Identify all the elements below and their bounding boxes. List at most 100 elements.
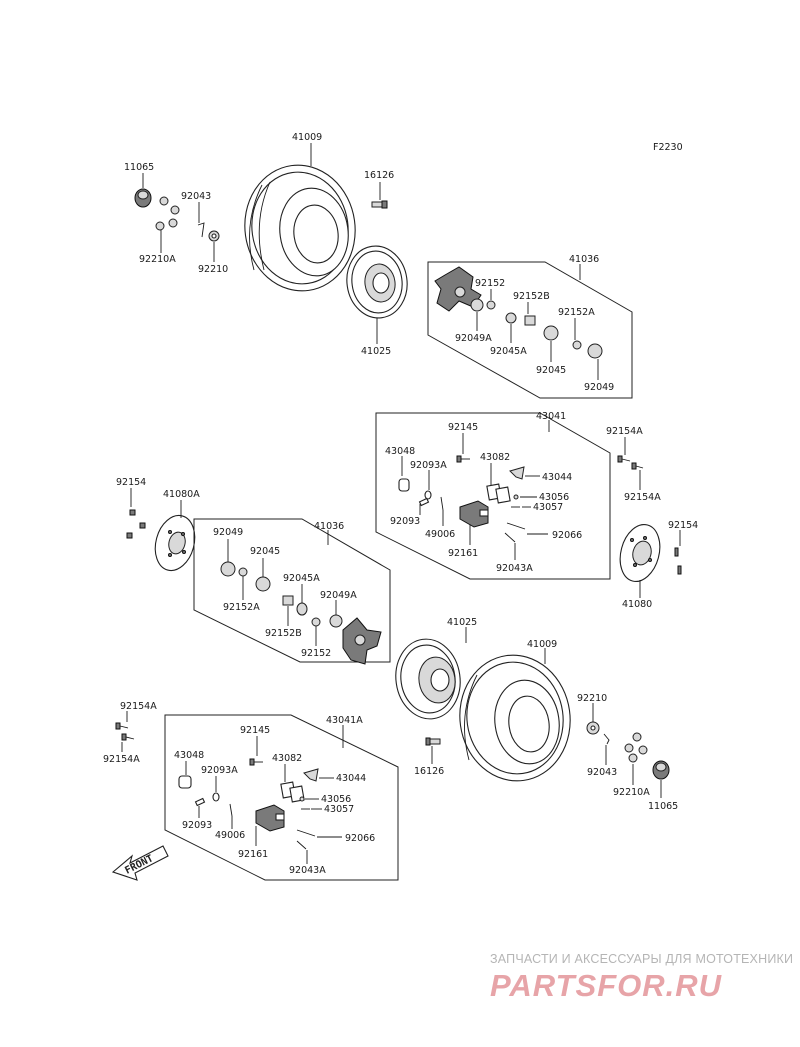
top-nuts-92210A[interactable] xyxy=(155,196,180,231)
front-label: FRONT xyxy=(123,853,155,876)
bl-pin-92066[interactable] xyxy=(296,829,316,837)
bl-seal-92093A[interactable] xyxy=(212,792,220,802)
label-43082-bl: 43082 xyxy=(272,753,302,764)
top-valve-16126[interactable] xyxy=(371,200,388,209)
label-41080-r: 41080 xyxy=(622,599,652,610)
l-bearing-92045A[interactable] xyxy=(296,602,308,616)
l-seal-92049A[interactable] xyxy=(329,614,343,628)
label-92045-l: 92045 xyxy=(250,546,280,557)
label-92154A-r2: 92154A xyxy=(624,492,661,503)
l-bolts-92154[interactable] xyxy=(126,509,146,539)
label-92152A-top: 92152A xyxy=(558,307,595,318)
bl-caliper-92161[interactable] xyxy=(255,804,285,832)
label-92145-r: 92145 xyxy=(448,422,478,433)
label-92154A-bl1: 92154A xyxy=(120,701,157,712)
label-92093A-r: 92093A xyxy=(410,460,447,471)
label-92049A-top: 92049A xyxy=(455,333,492,344)
r-pin-92066[interactable] xyxy=(506,522,526,530)
label-92043A-r: 92043A xyxy=(496,563,533,574)
label-92045-top: 92045 xyxy=(536,365,566,376)
r-seal-92093[interactable] xyxy=(418,497,430,507)
hub-kit-box-41036-top xyxy=(427,261,633,399)
b-tire-41009[interactable] xyxy=(452,648,578,788)
bl-part-43056[interactable] xyxy=(299,796,305,802)
b-nuts-92210A[interactable] xyxy=(624,732,648,763)
l-seal-92049[interactable] xyxy=(220,561,236,577)
l-disc-41080A[interactable] xyxy=(149,511,200,575)
label-43056-bl: 43056 xyxy=(321,794,351,805)
label-43048-r: 43048 xyxy=(385,446,415,457)
b-nut-92210[interactable] xyxy=(586,721,600,735)
bl-bolts-92154A[interactable] xyxy=(115,722,135,741)
label-92152A-l: 92152A xyxy=(223,602,260,613)
label-92066-r: 92066 xyxy=(552,530,582,541)
label-11065-b: 11065 xyxy=(648,801,678,812)
label-43048-bl: 43048 xyxy=(174,750,204,761)
r-bracket-43044[interactable] xyxy=(509,466,525,480)
r-bleeder-49006[interactable] xyxy=(440,496,444,511)
watermark-tagline: ЗАПЧАСТИ И АКСЕССУАРЫ ДЛЯ МОТОТЕХНИКИ xyxy=(490,952,793,966)
top-bearing-92152[interactable] xyxy=(486,300,496,310)
l-spacer-92152B[interactable] xyxy=(282,595,294,606)
bl-piston-43048[interactable] xyxy=(178,775,192,789)
r-bolts-92154[interactable] xyxy=(674,547,682,575)
label-92049A-l: 92049A xyxy=(320,590,357,601)
label-43041A-bl: 43041A xyxy=(326,715,363,726)
top-nut-92210[interactable] xyxy=(208,230,220,242)
label-92093-bl: 92093 xyxy=(182,820,212,831)
label-43056-r: 43056 xyxy=(539,492,569,503)
caliper-kit-box-43041A xyxy=(164,714,399,881)
label-41025-b: 41025 xyxy=(447,617,477,628)
label-41036-l: 41036 xyxy=(314,521,344,532)
top-hub[interactable] xyxy=(434,266,482,312)
watermark-logo: PARTSFOR.RU xyxy=(490,968,723,1003)
bl-pin-92043A[interactable] xyxy=(296,840,307,850)
label-41080A-l: 41080A xyxy=(163,489,200,500)
top-rim-41025[interactable] xyxy=(342,242,411,322)
r-seal-92093A[interactable] xyxy=(424,490,432,500)
label-43041-r: 43041 xyxy=(536,411,566,422)
label-92154A-bl2: 92154A xyxy=(103,754,140,765)
b-valve-16126[interactable] xyxy=(425,737,441,746)
label-16126-top: 16126 xyxy=(364,170,394,181)
label-16126-b: 16126 xyxy=(414,766,444,777)
r-bolt-92145[interactable] xyxy=(456,455,470,463)
r-pin-92043A[interactable] xyxy=(504,532,516,543)
top-pin-92043[interactable] xyxy=(197,222,205,238)
l-bearing-92045[interactable] xyxy=(255,576,271,592)
r-disc-41080[interactable] xyxy=(614,520,666,586)
label-41036-top: 41036 xyxy=(569,254,599,265)
b-rim-41025[interactable] xyxy=(391,635,466,723)
top-bearing-92045A[interactable] xyxy=(505,312,517,324)
r-part-43056[interactable] xyxy=(513,494,519,500)
r-pads-43082[interactable] xyxy=(486,483,511,504)
top-tire-41009[interactable] xyxy=(237,158,363,298)
top-nut-11065[interactable] xyxy=(134,188,152,208)
top-spacer-92152B[interactable] xyxy=(524,315,536,326)
l-hub[interactable] xyxy=(342,617,382,665)
bl-bleeder-49006[interactable] xyxy=(229,803,233,817)
b-pin-92043[interactable] xyxy=(603,733,610,745)
label-92210A-top: 92210A xyxy=(139,254,176,265)
label-92161-r: 92161 xyxy=(448,548,478,559)
r-bolts-92154A[interactable] xyxy=(617,455,644,470)
top-bearing-92045[interactable] xyxy=(543,325,559,341)
top-seal-92049[interactable] xyxy=(587,343,603,359)
label-92045A-l: 92045A xyxy=(283,573,320,584)
label-92154-l: 92154 xyxy=(116,477,146,488)
r-caliper-92161[interactable] xyxy=(459,500,489,528)
label-92154-r: 92154 xyxy=(668,520,698,531)
l-bearing-92152[interactable] xyxy=(311,617,321,627)
diagram-code: F2230 xyxy=(653,142,683,153)
top-collar-92152A[interactable] xyxy=(572,340,582,350)
bl-bolt-92145[interactable] xyxy=(249,758,263,766)
label-92049-l: 92049 xyxy=(213,527,243,538)
label-92093-r: 92093 xyxy=(390,516,420,527)
l-collar-92152A[interactable] xyxy=(238,567,248,577)
label-43044-r: 43044 xyxy=(542,472,572,483)
bl-bracket-43044[interactable] xyxy=(303,768,319,782)
bl-seal-92093[interactable] xyxy=(194,797,206,807)
top-seal-92049A[interactable] xyxy=(470,298,484,312)
r-piston-43048[interactable] xyxy=(398,478,410,492)
b-nut-11065[interactable] xyxy=(652,760,670,780)
